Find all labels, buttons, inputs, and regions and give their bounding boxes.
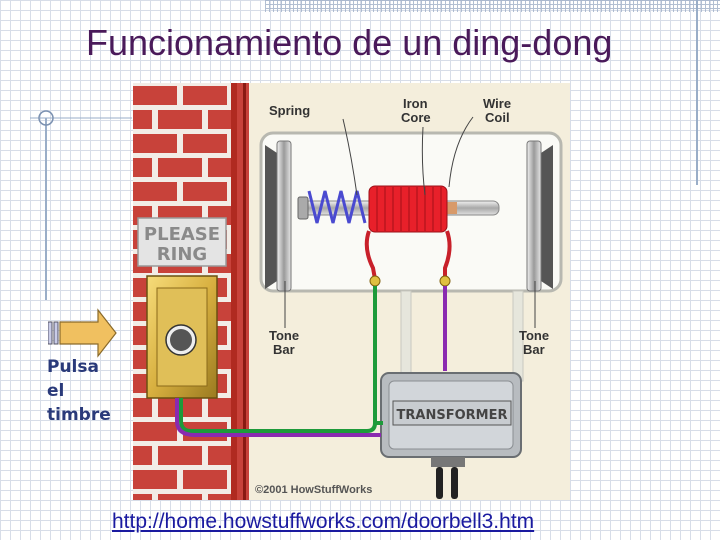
transformer-label: TRANSFORMER bbox=[397, 408, 508, 423]
power-cord-right bbox=[451, 467, 458, 499]
sign-line-1: PLEASE bbox=[144, 224, 220, 245]
power-cord-left bbox=[436, 467, 443, 499]
right-tone-bar bbox=[526, 140, 553, 292]
top-decoration-bar bbox=[265, 0, 720, 12]
purple-wire-bottom bbox=[175, 398, 381, 437]
please-ring-sign bbox=[137, 217, 227, 267]
wire-coil bbox=[368, 185, 448, 233]
copyright-text: ©2001 HowStuffWorks bbox=[255, 484, 372, 496]
doorbell-diagram: PLEASE RING Spring bbox=[133, 83, 570, 500]
right-terminal-screw bbox=[439, 275, 451, 287]
label-tone-left-1: Tone bbox=[269, 328, 299, 343]
press-the-bell-note: Pulsa el timbre bbox=[47, 355, 111, 427]
spring bbox=[307, 190, 367, 224]
label-wire-1: Wire bbox=[483, 96, 511, 111]
wall-edge bbox=[231, 83, 237, 500]
source-link[interactable]: http://home.howstuffworks.com/doorbell3.… bbox=[112, 510, 535, 533]
transformer: TRANSFORMER bbox=[380, 372, 522, 499]
slide-title: Funcionamiento de un ding-dong bbox=[86, 22, 613, 63]
left-tone-bar bbox=[265, 140, 292, 292]
label-iron-2: Core bbox=[401, 110, 431, 125]
left-terminal-screw bbox=[369, 275, 381, 287]
label-spring: Spring bbox=[269, 103, 310, 118]
circle-decoration-icon bbox=[38, 110, 54, 126]
label-tone-right-1: Tone bbox=[519, 328, 549, 343]
left-decoration bbox=[30, 110, 132, 300]
label-tone-left-2: Bar bbox=[273, 342, 295, 357]
sign-line-2: RING bbox=[157, 244, 207, 265]
label-wire-2: Coil bbox=[485, 110, 510, 125]
note-line-1: Pulsa bbox=[47, 357, 99, 377]
label-iron-1: Iron bbox=[403, 96, 428, 111]
note-line-3: timbre bbox=[47, 405, 111, 425]
right-decoration-line bbox=[696, 0, 698, 185]
label-tone-right-2: Bar bbox=[523, 342, 545, 357]
green-wire bbox=[179, 286, 377, 433]
arrow-right-icon bbox=[48, 308, 117, 358]
note-line-2: el bbox=[47, 381, 65, 401]
